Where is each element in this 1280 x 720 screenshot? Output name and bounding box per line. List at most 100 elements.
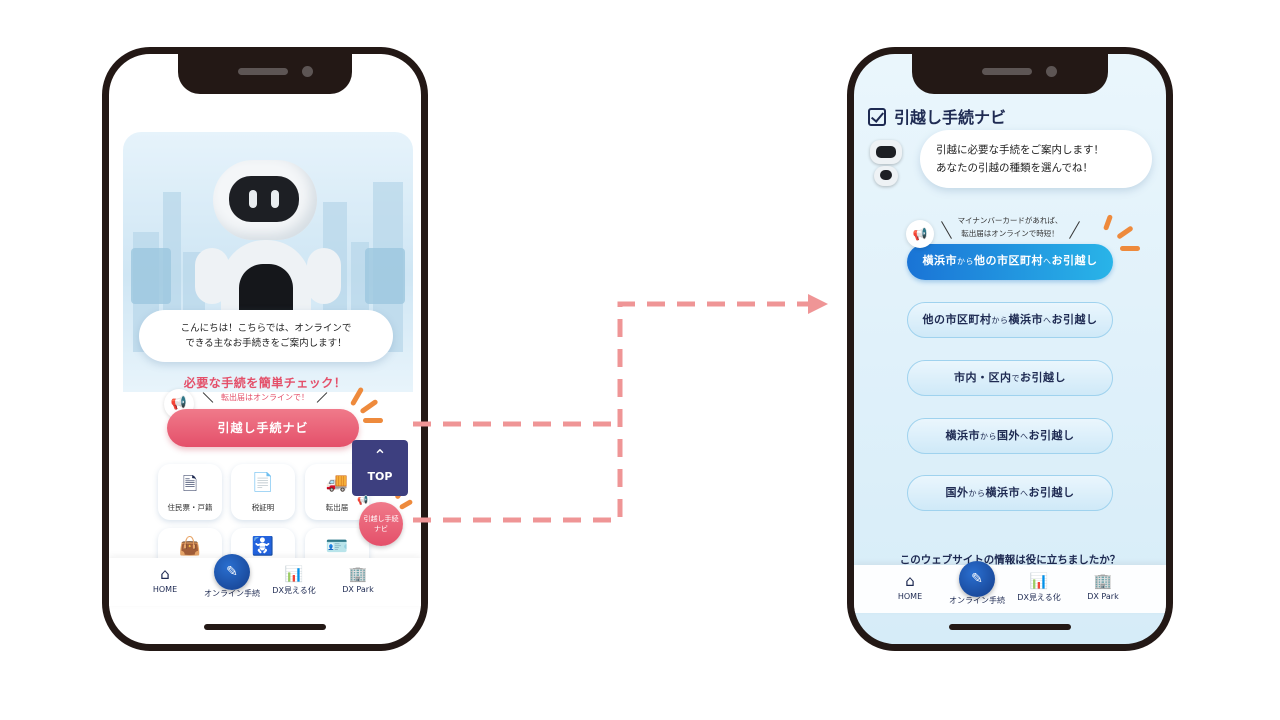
check-subline: 転出届はオンラインで！ [109,392,421,403]
page-title: 引越し手続ナビ [868,104,1006,128]
nav-online-label: オンライン手続 [204,589,260,598]
feedback-question: このウェブサイトの情報は役に立ちましたか？ [899,554,1121,566]
floating-navi-line-2: ナビ [374,525,388,533]
robot-avatar [868,140,904,186]
robot-head [213,160,317,240]
option-particle: から [980,432,997,441]
nav-home-label: HOME [152,585,178,594]
edit-document-icon: ✎ [214,554,250,590]
guide-line-1: 引越に必要な手続をご案内します！ [936,144,1104,156]
moving-navi-button[interactable]: 引越し手続ナビ [167,409,359,447]
spark-decoration [363,418,383,423]
mynumber-note: マイナンバーカードがあれば、 転出届はオンラインで時短！ [940,214,1080,240]
checkbox-icon [868,108,886,126]
option-within-city[interactable]: 市内・区内でお引越し [907,360,1113,396]
id-card-icon: 🪪 [325,536,349,557]
right-phone-frame: 引越し手続ナビ 引越に必要な手続をご案内します！ あなたの引越の種類を選んでね！… [847,47,1173,651]
option-abroad-to-yokohama[interactable]: 国外から横浜市へお引越し [907,475,1113,511]
tile-resident-record[interactable]: 🗎 住民票・戸籍 [158,464,222,520]
front-camera [302,66,313,77]
option-text: 横浜市 [945,429,980,442]
robot-eye [249,190,257,208]
option-text: 横浜市 [922,254,957,267]
home-icon: ⌂ [160,565,170,583]
option-yokohama-to-other-city[interactable]: 横浜市から他の市区町村へお引越し [907,244,1113,280]
robot-chest [880,170,892,180]
bottom-navigation: ⌂ HOME ✎ オンライン手続 📊 DX見える化 🏢 DX Park [109,554,421,606]
tile-label: 税証明 [251,503,275,512]
tile-tax-certificate[interactable]: 📄 税証明 [231,464,295,520]
option-other-city-to-yokohama[interactable]: 他の市区町村から横浜市へお引越し [907,302,1113,338]
check-headline: 必要な手続を簡単チェック！ [183,376,347,390]
nav-online-label: オンライン手続 [949,596,1005,605]
floating-navi-line-1: 引越し手続 [363,515,399,523]
robot-visor [229,176,299,222]
greeting-line-1: こんにちは！こちらでは、オンラインで [180,323,352,334]
option-text: お引越し [1028,429,1075,442]
left-phone-frame: こんにちは！こちらでは、オンラインで できる主なお手続きをご案内します！ 必要な… [102,47,428,651]
document-icon: 🗎 [182,474,198,495]
truck-icon: 🚚 [325,472,349,493]
nav-home-label: HOME [897,592,923,601]
home-icon: ⌂ [905,572,915,590]
option-particle: へ [1020,489,1029,498]
option-text: 他の市区町村 [922,313,992,326]
nav-dx-visual-label: DX見える化 [1017,593,1061,602]
nav-dx-visualization[interactable]: 📊 DX見える化 [259,566,329,596]
bag-icon: 👜 [178,536,202,557]
nav-dx-park-label: DX Park [1087,592,1119,601]
check-subline-text: 転出届はオンラインで！ [221,393,309,402]
slash-decoration [202,392,214,403]
option-particle: から [968,489,986,498]
guide-line-2: あなたの引越の種類を選んでね！ [936,162,1093,174]
city-building-icon: 🏢 [348,565,368,583]
megaphone-icon: 📢 [357,496,369,506]
option-particle: へ [1043,316,1052,325]
option-text: 横浜市 [1008,313,1043,326]
top-button-label: TOP [367,470,393,483]
nav-dx-visualization[interactable]: 📊 DX見える化 [1004,573,1074,603]
spark-decoration [1116,225,1134,240]
tax-document-icon: 📄 [251,472,275,493]
nav-home[interactable]: ⌂ HOME [130,566,200,594]
floating-navi-button[interactable]: 引越し手続 ナビ [359,502,403,546]
screen-panel [365,248,405,304]
option-yokohama-to-abroad[interactable]: 横浜市から国外へお引越し [907,418,1113,454]
nav-dx-park[interactable]: 🏢 DX Park [1068,573,1138,601]
slash-decoration [316,392,328,403]
dashed-connector-line [413,301,808,523]
tile-label: 住民票・戸籍 [167,503,213,512]
option-text: 国外 [997,429,1020,442]
megaphone-icon: 📢 [906,220,934,248]
greeting-speech-bubble: こんにちは！こちらでは、オンラインで できる主なお手続きをご案内します！ [139,310,393,362]
home-indicator [204,624,326,630]
city-building-icon: 🏢 [1093,572,1113,590]
phone-notch [912,54,1108,94]
nav-online-procedures[interactable]: ✎ オンライン手続 [197,554,267,599]
spark-decoration [1102,214,1114,231]
option-particle: へ [1043,257,1052,266]
nav-online-procedures[interactable]: ✎ オンライン手続 [942,561,1012,606]
option-particle: へ [1020,432,1029,441]
page-title-text: 引越し手続ナビ [894,108,1007,127]
robot-arm [307,248,341,304]
spark-decoration [1120,246,1140,251]
front-camera [1046,66,1057,77]
back-to-top-button[interactable]: ⌃ TOP [352,440,408,496]
stroller-icon: 🚼 [251,536,275,557]
guide-speech-bubble: 引越に必要な手続をご案内します！ あなたの引越の種類を選んでね！ [920,130,1152,188]
home-indicator [949,624,1071,630]
spark-decoration [398,498,414,511]
option-text: お引越し [1020,371,1066,384]
speaker-grille [238,68,288,75]
option-particle: から [991,316,1009,325]
option-text: お引越し [1028,486,1075,499]
screen-panel [131,248,171,304]
nav-dx-visual-label: DX見える化 [272,586,316,595]
option-text: 横浜市 [985,486,1020,499]
mynumber-line-2: 転出届はオンラインで時短！ [961,229,1059,238]
nav-home[interactable]: ⌂ HOME [875,573,945,601]
nav-dx-park[interactable]: 🏢 DX Park [323,566,393,594]
option-text: 他の市区町村 [974,254,1043,267]
chevron-up-icon: ⌃ [373,446,387,465]
